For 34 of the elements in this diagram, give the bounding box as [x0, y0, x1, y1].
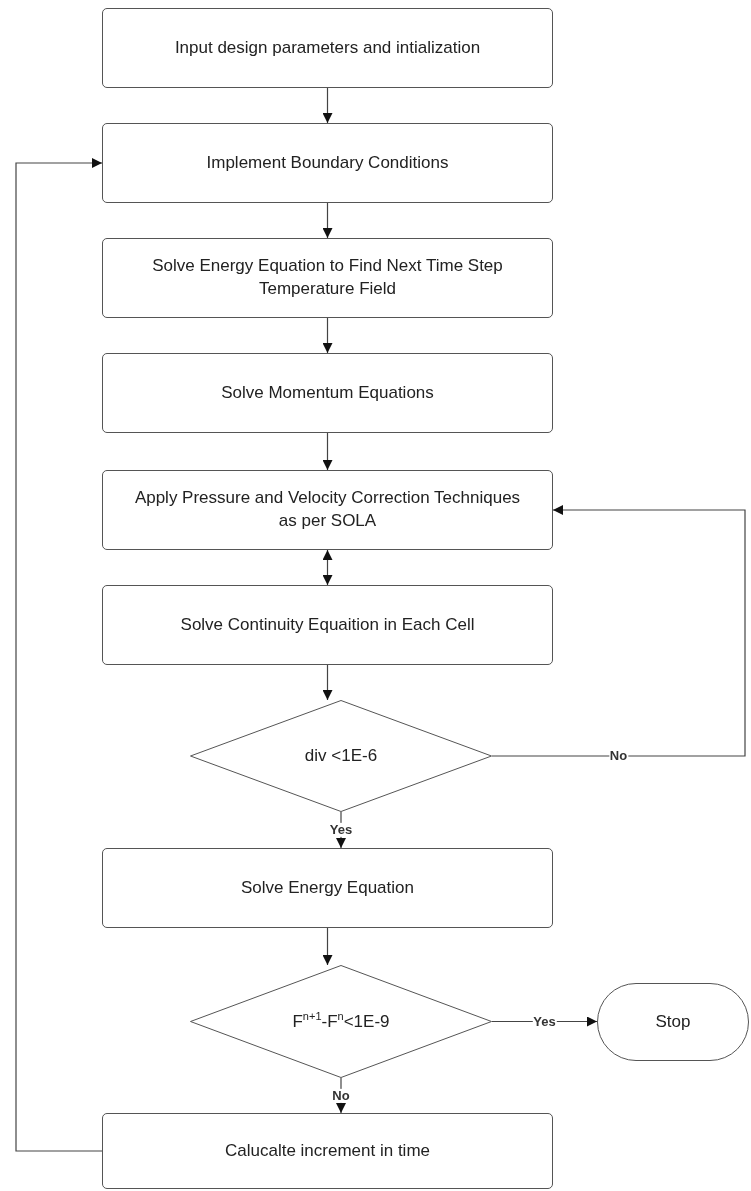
condition-text: div <1E-6	[304, 744, 378, 767]
process-box	[102, 585, 553, 665]
edge-label: Yes	[532, 1014, 557, 1029]
arrow	[322, 202, 333, 239]
decision-diamond	[190, 965, 492, 1078]
process-text: Solve Momentum Equations	[221, 381, 434, 404]
arrow	[322, 87, 333, 124]
edge-label: No	[331, 1088, 351, 1103]
decision-diamond	[190, 700, 492, 812]
condition-text: F$^{n+1}$-F$^{n}$<1E-9	[292, 1009, 390, 1033]
process-text: Apply Pressure and Velocity Correction Techniques as per SOLA	[133, 487, 522, 532]
arrow	[336, 1077, 346, 1114]
process-text: Solve Energy Equation	[241, 876, 414, 899]
arrow	[322, 317, 333, 354]
process-box	[102, 470, 553, 550]
process-box	[102, 353, 553, 433]
process-text: Input design parameters and intialization	[174, 36, 481, 59]
arrow	[322, 432, 333, 471]
arrow	[322, 549, 333, 586]
process-text: Solve Continuity Equaition in Each Cell	[180, 613, 475, 636]
arrow	[322, 927, 333, 966]
process-box	[102, 8, 553, 88]
process-text: Calucalte increment in time	[225, 1139, 430, 1162]
arrow	[491, 505, 746, 757]
process-text: Implement Boundary Conditions	[206, 151, 449, 174]
arrow	[322, 664, 333, 701]
process-box	[102, 123, 553, 203]
process-box	[102, 1113, 553, 1189]
edge-label: Yes	[328, 822, 354, 838]
process-text: Solve Energy Equation to Find Next Time Step Temperature Field	[151, 255, 504, 300]
process-box	[102, 848, 553, 928]
arrow	[15, 158, 103, 1152]
process-box	[102, 238, 553, 318]
terminal-text: Stop	[655, 1010, 691, 1033]
